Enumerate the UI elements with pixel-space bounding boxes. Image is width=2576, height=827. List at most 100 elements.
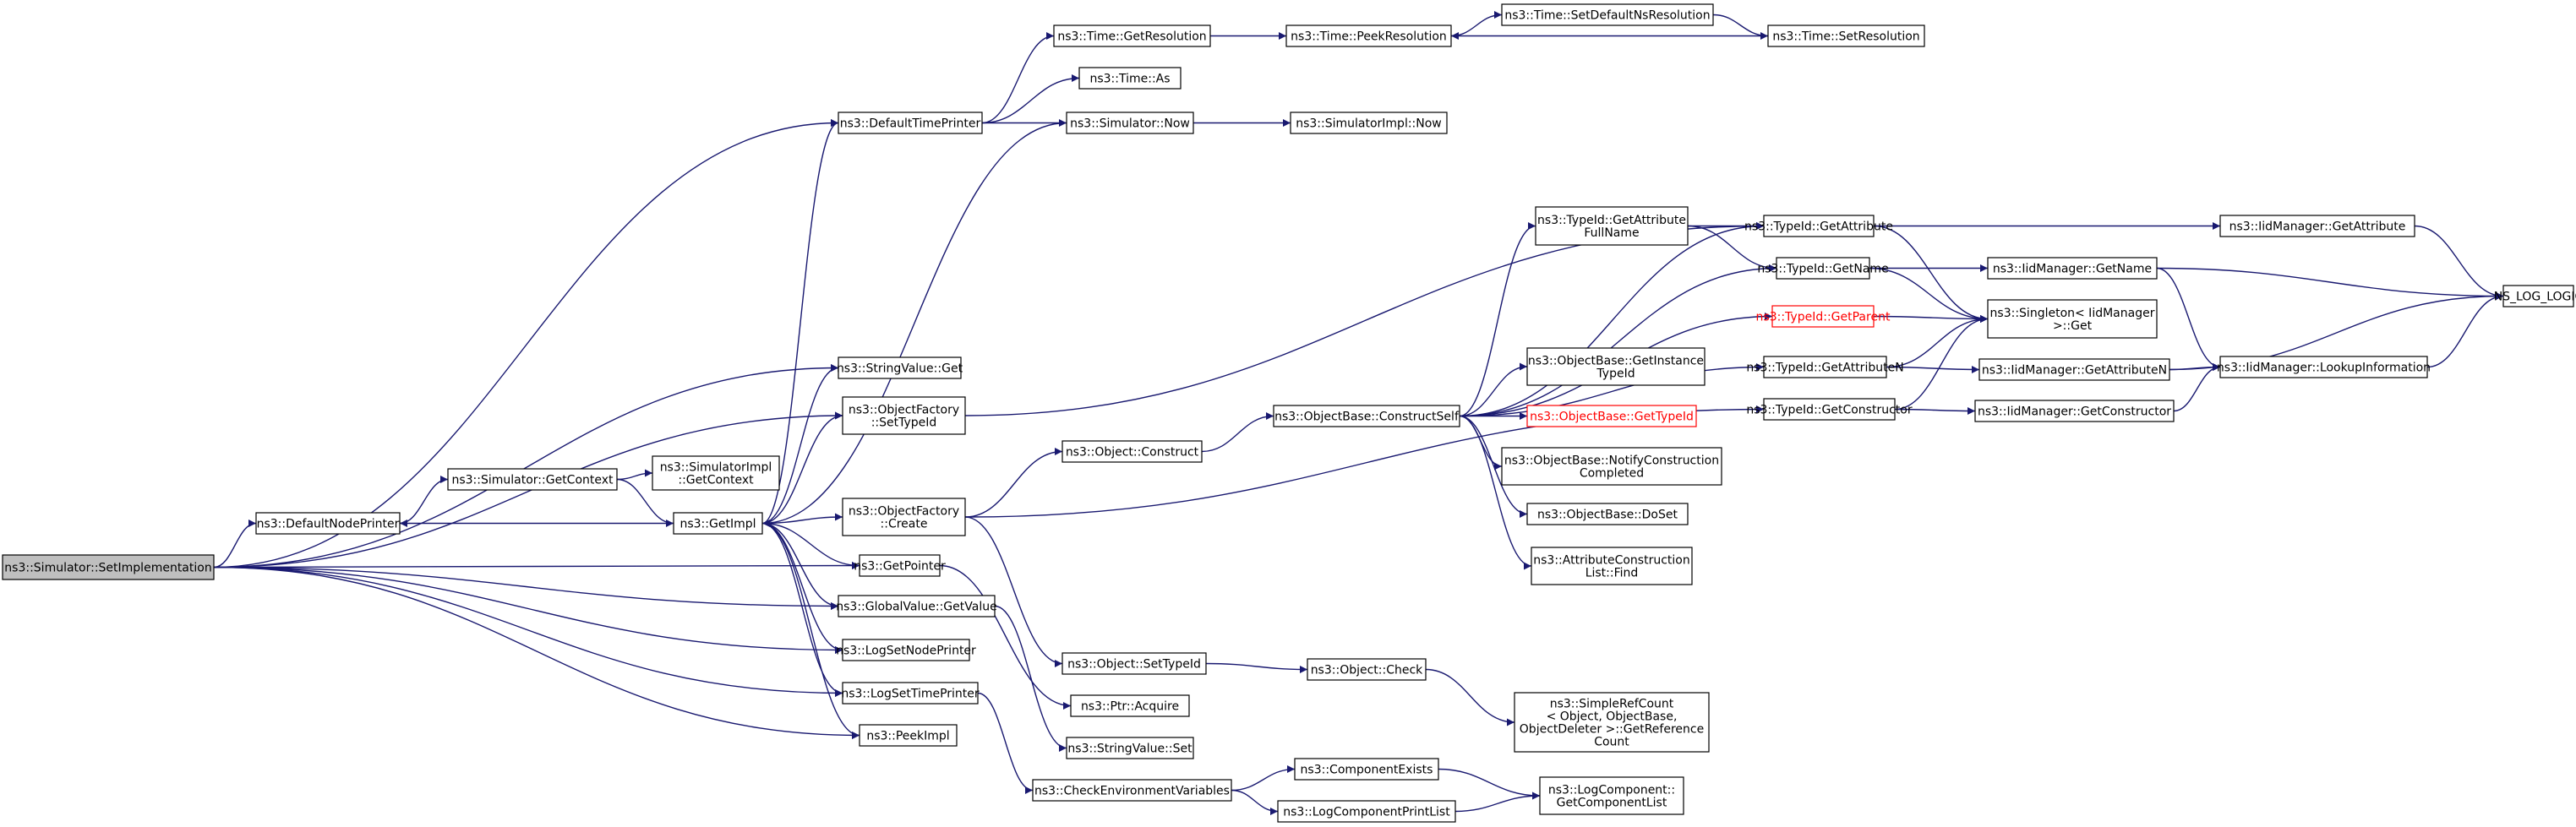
node-singleton-get[interactable]: ns3::Singleton< IidManager >::Get bbox=[1987, 299, 2158, 339]
node-iid-getname[interactable]: ns3::IidManager::GetName bbox=[1987, 257, 2158, 280]
edge-set-impl-to-string-value-get bbox=[213, 364, 839, 569]
edge-get-impl-to-log-set-node-printer bbox=[761, 522, 843, 654]
edge-typeid-getattributen-to-iid-getattributen bbox=[1886, 365, 1980, 373]
node-iid-getattribute[interactable]: ns3::IidManager::GetAttribute bbox=[2219, 215, 2415, 237]
node-box bbox=[1285, 24, 1452, 47]
node-label: ns3::IidManager::LookupInformation bbox=[2217, 362, 2431, 375]
node-label: ns3::StringValue::Get bbox=[837, 362, 963, 376]
node-objectbase-doset[interactable]: ns3::ObjectBase::DoSet bbox=[1526, 503, 1689, 525]
edge-set-impl-to-default-time-printer bbox=[213, 119, 839, 569]
node-label: ObjectDeleter >::GetReference bbox=[1520, 723, 1704, 737]
node-stringvalue-set[interactable]: ns3::StringValue::Set bbox=[1066, 737, 1194, 759]
node-get-impl[interactable]: ns3::GetImpl bbox=[673, 512, 763, 535]
node-globalvalue-getvalue[interactable]: ns3::GlobalValue::GetValue bbox=[836, 595, 997, 618]
edge-logcomponent-printlist-to-logcomponent-getlist bbox=[1454, 792, 1541, 813]
node-label: ns3::ObjectBase::DoSet bbox=[1537, 509, 1678, 522]
node-label: ns3::TypeId::GetAttribute bbox=[1744, 220, 1893, 234]
node-check-env-vars[interactable]: ns3::CheckEnvironmentVariables bbox=[1032, 779, 1232, 802]
node-label: ns3::ObjectBase::GetInstance bbox=[1528, 355, 1704, 368]
edge-get-impl-to-peek-impl bbox=[761, 522, 860, 739]
node-ns-log-logic[interactable]: NS_LOG_LOGIC bbox=[2494, 285, 2576, 307]
node-label: ns3::TypeId::GetAttribute bbox=[1537, 214, 1686, 227]
node-objfactory-create[interactable]: ns3::ObjectFactory::Create bbox=[842, 498, 966, 536]
node-label: ns3::SimulatorImpl bbox=[660, 461, 772, 475]
node-typeid-getattributen[interactable]: ns3::TypeId::GetAttributeN bbox=[1746, 356, 1904, 378]
node-iid-getconstructor[interactable]: ns3::IidManager::GetConstructor bbox=[1974, 400, 2175, 422]
nodes-layer: ns3::Simulator::SetImplementation ns3::De… bbox=[2, 3, 2576, 823]
edge-set-impl-to-log-set-node-printer bbox=[213, 566, 843, 654]
node-box bbox=[1974, 400, 2175, 422]
node-component-exists[interactable]: ns3::ComponentExists bbox=[1294, 758, 1439, 781]
node-label: ns3::LogSetTimePrinter bbox=[841, 688, 980, 701]
node-set-impl[interactable]: ns3::Simulator::SetImplementation bbox=[2, 554, 215, 580]
edge-get-impl-to-default-time-printer bbox=[761, 119, 839, 525]
node-peek-impl[interactable]: ns3::PeekImpl bbox=[859, 724, 958, 747]
node-logcomponent-getlist[interactable]: ns3::LogComponent::GetComponentList bbox=[1539, 776, 1684, 815]
node-iid-getattributen[interactable]: ns3::IidManager::GetAttributeN bbox=[1978, 358, 2170, 381]
node-iid-lookupinfo[interactable]: ns3::IidManager::LookupInformation bbox=[2217, 356, 2431, 378]
node-objectbase-constructself[interactable]: ns3::ObjectBase::ConstructSelf bbox=[1273, 405, 1460, 427]
node-objfactory-settypeid[interactable]: ns3::ObjectFactory::SetTypeId bbox=[842, 396, 966, 435]
node-box bbox=[2219, 215, 2415, 237]
node-label: FullName bbox=[1584, 226, 1639, 240]
edge-objectbase-constructself-to-typeid-getname bbox=[1459, 264, 1777, 417]
edge-iid-getattribute-to-ns-log-logic bbox=[2414, 225, 2504, 300]
node-box bbox=[1070, 694, 1190, 717]
node-default-node-printer[interactable]: ns3::DefaultNodePrinter bbox=[255, 512, 401, 535]
node-typeid-getconstructor[interactable]: ns3::TypeId::GetConstructor bbox=[1746, 398, 1913, 421]
node-time-as[interactable]: ns3::Time::As bbox=[1078, 67, 1182, 90]
node-simulator-now[interactable]: ns3::Simulator::Now bbox=[1066, 112, 1194, 134]
node-logcomponent-printlist[interactable]: ns3::LogComponentPrintList bbox=[1277, 800, 1456, 823]
node-log-set-node-printer[interactable]: ns3::LogSetNodePrinter bbox=[836, 639, 976, 661]
node-box bbox=[1078, 67, 1182, 90]
node-objectbase-gettypeid[interactable]: ns3::ObjectBase::GetTypeId bbox=[1526, 405, 1697, 427]
node-label: ns3::Time::PeekResolution bbox=[1291, 30, 1447, 44]
node-label: ns3::Time::SetDefaultNsResolution bbox=[1504, 9, 1710, 23]
node-label: ns3::TypeId::GetAttributeN bbox=[1746, 362, 1903, 375]
node-box bbox=[1771, 305, 1875, 328]
node-simimpl-getcontext[interactable]: ns3::SimulatorImpl::GetContext bbox=[652, 455, 780, 491]
node-box bbox=[1535, 206, 1689, 246]
node-typeid-getattribute[interactable]: ns3::TypeId::GetAttribute bbox=[1744, 215, 1893, 237]
node-get-pointer[interactable]: ns3::GetPointer bbox=[854, 554, 946, 577]
node-box bbox=[1539, 776, 1684, 815]
node-typeid-getname[interactable]: ns3::TypeId::GetName bbox=[1757, 257, 1889, 280]
edge-simulator-now-to-get-impl bbox=[761, 122, 1067, 527]
node-label: < Object, ObjectBase, bbox=[1547, 710, 1678, 724]
edge-log-set-time-printer-to-check-env-vars bbox=[977, 692, 1034, 794]
node-time-setresolution[interactable]: ns3::Time::SetResolution bbox=[1767, 24, 1925, 47]
node-box bbox=[1307, 658, 1427, 681]
node-box bbox=[1526, 405, 1697, 427]
node-get-context[interactable]: ns3::Simulator::GetContext bbox=[447, 468, 618, 491]
node-object-settypeid[interactable]: ns3::Object::SetTypeId bbox=[1062, 652, 1207, 675]
node-label: ns3::Simulator::Now bbox=[1070, 117, 1190, 131]
edge-set-impl-to-objfactory-settypeid bbox=[213, 411, 843, 569]
edge-set-impl-to-peek-impl bbox=[213, 566, 860, 739]
node-label: ns3::ComponentExists bbox=[1301, 764, 1433, 777]
node-typeid-getparent[interactable]: ns3::TypeId::GetParent bbox=[1756, 305, 1891, 328]
node-ptr-acquire[interactable]: ns3::Ptr::Acquire bbox=[1070, 694, 1190, 717]
node-string-value-get[interactable]: ns3::StringValue::Get bbox=[837, 356, 963, 379]
node-time-peekresolution[interactable]: ns3::Time::PeekResolution bbox=[1285, 24, 1452, 47]
node-time-getresolution[interactable]: ns3::Time::GetResolution bbox=[1053, 24, 1211, 47]
node-objectbase-notify[interactable]: ns3::ObjectBase::NotifyConstructionCompl… bbox=[1501, 447, 1722, 486]
node-object-check[interactable]: ns3::Object::Check bbox=[1307, 658, 1427, 681]
node-label: ns3::ObjectFactory bbox=[849, 404, 959, 417]
node-log-set-time-printer[interactable]: ns3::LogSetTimePrinter bbox=[841, 682, 980, 705]
edge-iid-getconstructor-to-iid-lookupinfo bbox=[2173, 363, 2221, 412]
node-box bbox=[1531, 547, 1693, 585]
node-label: ns3::Singleton< IidManager bbox=[1990, 307, 2155, 320]
node-simimpl-now[interactable]: ns3::SimulatorImpl::Now bbox=[1290, 112, 1448, 134]
node-default-time-printer[interactable]: ns3::DefaultTimePrinter bbox=[838, 112, 983, 134]
edge-get-pointer-to-ptr-acquire bbox=[939, 564, 1072, 710]
node-box bbox=[1526, 503, 1689, 525]
edge-object-check-to-simplerefcount bbox=[1425, 668, 1515, 726]
node-object-construct[interactable]: ns3::Object::Construct bbox=[1062, 440, 1203, 463]
node-time-setdefaultns[interactable]: ns3::Time::SetDefaultNsResolution bbox=[1501, 3, 1714, 26]
node-box bbox=[838, 356, 962, 379]
node-simplerefcount[interactable]: ns3::SimpleRefCount< Object, ObjectBase,… bbox=[1514, 692, 1710, 753]
node-label: ns3::Object::Construct bbox=[1066, 446, 1199, 460]
